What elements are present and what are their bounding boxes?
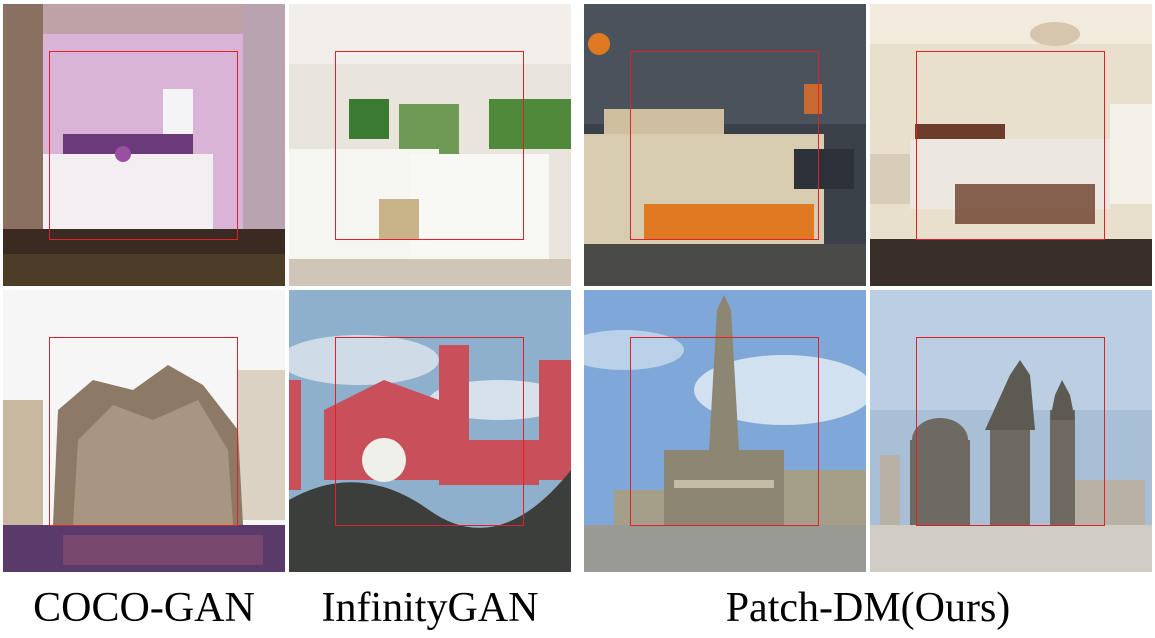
caption-infinitygan: InfinityGAN	[321, 585, 539, 631]
bedroom-patch-dm-image-2	[870, 4, 1152, 286]
church-coco-gan-image	[3, 290, 285, 572]
bedroom-patch-dm-image-1	[584, 4, 866, 286]
church-infinitygan-image	[289, 290, 571, 572]
church-patch-dm-image-2	[870, 290, 1152, 572]
church-patch-dm-image-1	[584, 290, 866, 572]
bedroom-coco-gan-image	[3, 4, 285, 286]
caption-coco-gan: COCO-GAN	[33, 585, 255, 631]
bedroom-infinitygan-image	[289, 4, 571, 286]
caption-patch-dm: Patch-DM(Ours)	[725, 585, 1011, 631]
